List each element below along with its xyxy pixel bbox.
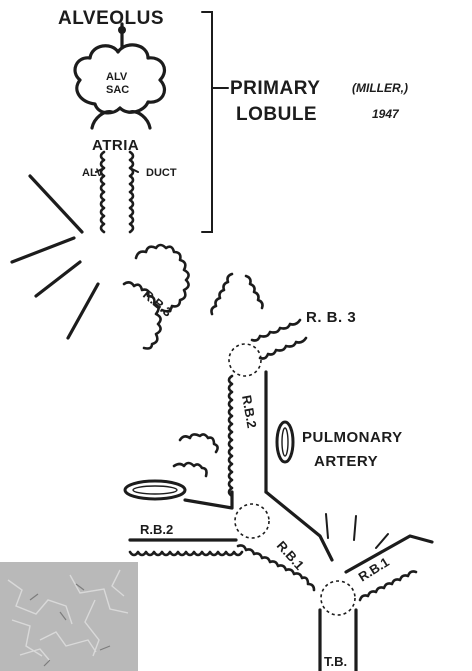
rb2-left-horizontal-bottom	[130, 552, 242, 555]
alveolar-duct-left	[101, 152, 104, 232]
pulmonary-artery-ring-inner	[282, 428, 288, 456]
junction-middle	[235, 504, 269, 538]
rb1-upper-sprouts	[326, 514, 388, 548]
label-primary: PRIMARY	[230, 78, 320, 99]
label-atria: ATRIA	[92, 137, 139, 154]
rb2-wall-left	[229, 376, 232, 496]
micrograph-inset	[0, 562, 138, 671]
rb2-side-branch-2	[174, 463, 207, 476]
label-lobule: LOBULE	[236, 104, 317, 125]
label-alv-sac-1: ALV	[106, 71, 128, 83]
primary-lobule-bracket	[202, 12, 212, 232]
label-alveolus: ALVEOLUS	[58, 8, 164, 29]
pulmonary-artery-coil-inner	[133, 486, 177, 494]
rb3-right-branch	[252, 320, 300, 341]
label-tb: T.B.	[324, 654, 347, 669]
label-alv-duct-1: ALV	[82, 167, 104, 179]
junction-lower	[321, 581, 355, 615]
label-rb2-vertical: R.B.2	[239, 394, 260, 429]
junction-upper	[229, 344, 261, 376]
rb3-right-branch-2	[260, 338, 306, 359]
label-alv-duct-2: DUCT	[146, 167, 177, 179]
alveolar-duct-right	[130, 152, 133, 232]
rb3-mid-branch-2	[246, 276, 263, 308]
rb1-left-wall-bottom	[238, 546, 314, 591]
label-year: 1947	[372, 107, 400, 121]
label-rb1-left: R.B.1	[274, 538, 307, 573]
label-rb3-right: R. B. 3	[306, 309, 356, 326]
label-miller-cite: (MILLER,)	[352, 81, 408, 95]
rb2-side-branch	[180, 434, 218, 452]
label-rb2-left: R.B.2	[140, 522, 173, 537]
label-artery: ARTERY	[314, 453, 378, 470]
rb3-mid-branch	[212, 274, 233, 314]
label-pulmonary: PULMONARY	[302, 429, 403, 446]
pulmonary-artery-coil	[125, 481, 185, 499]
radiating-lines	[12, 176, 98, 338]
coil-to-duct-line	[185, 492, 232, 508]
label-alv-sac-2: SAC	[106, 84, 129, 96]
label-rb1-right: R.B.1	[356, 554, 392, 584]
atria-outline	[92, 112, 150, 128]
